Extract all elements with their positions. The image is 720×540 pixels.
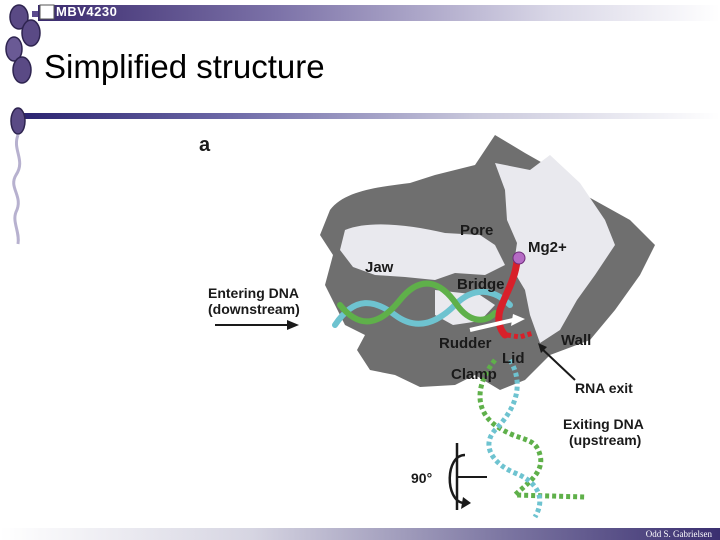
lid-arrowhead [511,314,525,326]
title-underline-bar [22,113,720,119]
rna-exit-pointer [539,346,576,381]
dna-upstream-cyan [486,358,543,519]
label-rna-exit: RNA exit [575,380,633,396]
protein-region-light-right [495,155,615,343]
label-mg: Mg2+ [528,239,567,256]
author-credit: Odd S. Gabrielsen [645,529,712,539]
rna-exit-dotted [506,330,534,340]
label-downstream: (downstream) [208,301,300,317]
label-rudder: Rudder [439,335,492,352]
footer-gradient-bar [0,528,720,540]
label-pore: Pore [460,222,493,239]
slide-title: Simplified structure [44,48,325,85]
protein-region-light-left [340,224,505,280]
course-code: MBV4230 [56,4,118,19]
label-exiting-dna: Exiting DNA [563,416,644,432]
label-lid: Lid [502,350,525,367]
top-gradient-bar [38,5,720,21]
polymerase-structure-diagram: a Pore Mg2+ Jaw Bridge Entering DNA (dow… [199,134,655,519]
label-wall: Wall [561,332,591,349]
entering-dna-arrowhead [287,320,299,330]
lid-arrow-white [469,318,514,332]
panel-letter: a [199,134,211,156]
label-clamp: Clamp [451,366,497,383]
label-upstream: (upstream) [569,432,641,448]
dna-downstream-green [337,280,498,325]
label-rotation: 90° [411,470,432,486]
rotation-arrow-icon [448,443,487,510]
bead-chain-icon [5,4,55,245]
rna-strand [495,257,521,339]
rna-exit-pointer-head [538,343,547,353]
label-entering-dna: Entering DNA [208,285,299,301]
label-jaw: Jaw [365,259,394,276]
dna-downstream-cyan [332,288,513,328]
label-bridge: Bridge [457,276,505,293]
dna-upstream-green [477,358,586,500]
mg-ion [512,251,526,265]
